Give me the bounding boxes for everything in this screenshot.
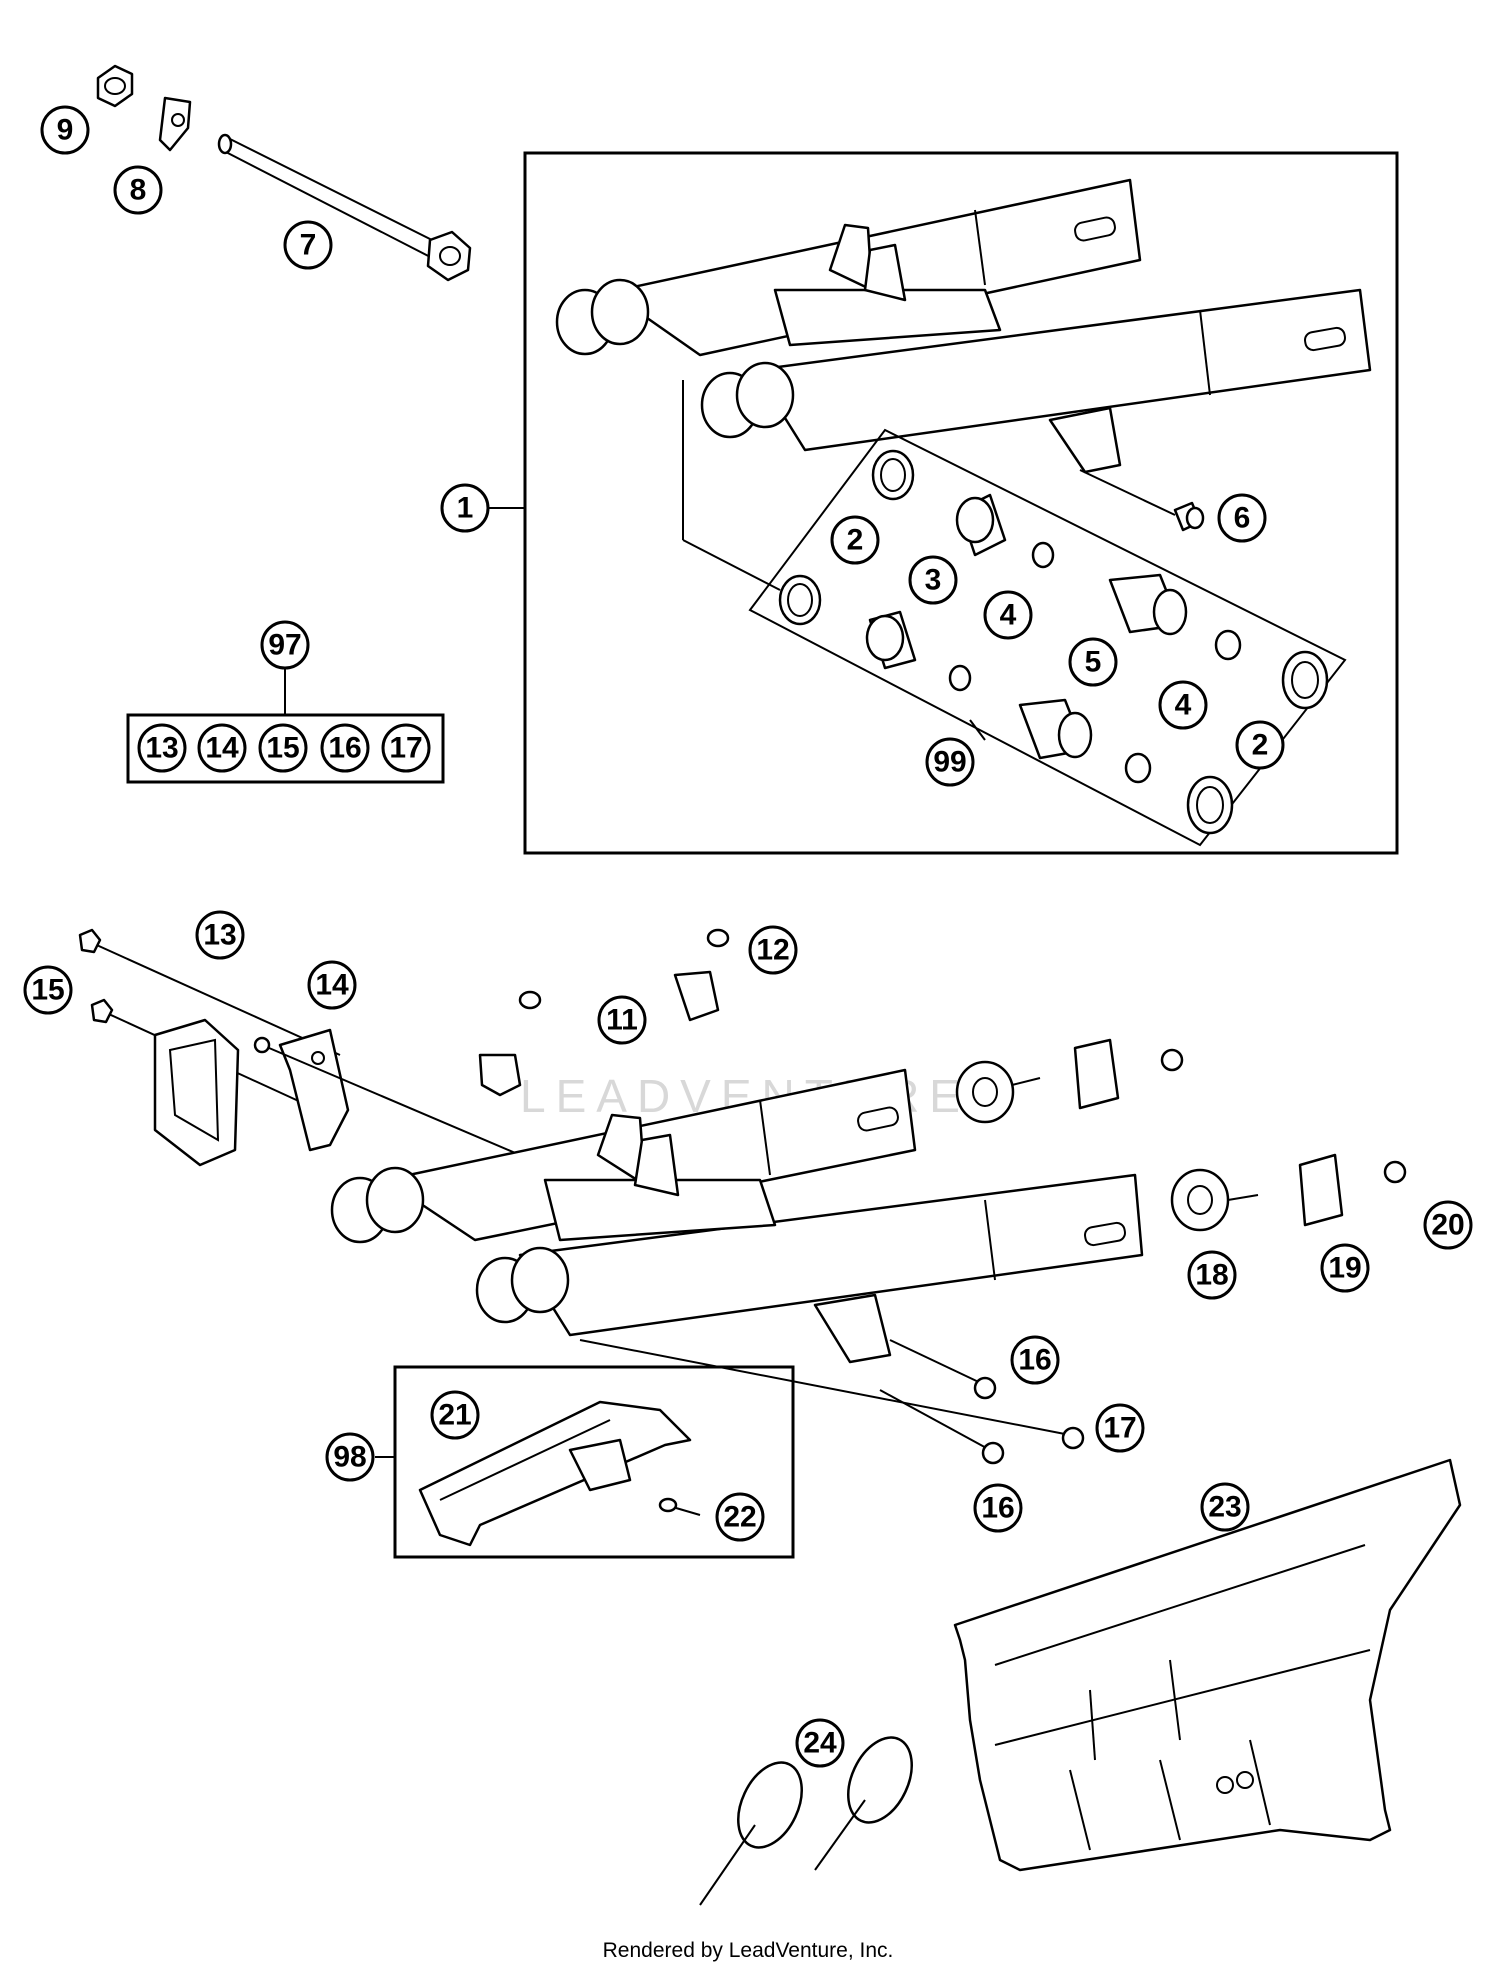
callout-17: 17 (1095, 1403, 1145, 1453)
callout-3: 3 (908, 555, 958, 605)
svg-text:2: 2 (1252, 729, 1269, 762)
svg-text:18: 18 (1195, 1259, 1228, 1292)
svg-text:12: 12 (756, 934, 789, 967)
svg-text:22: 22 (723, 1501, 756, 1534)
svg-text:14: 14 (205, 732, 239, 765)
svg-text:1: 1 (457, 492, 474, 525)
kit-97-item-14: 14 (197, 723, 247, 773)
nut-part-9 (96, 64, 134, 108)
kit-97-item-15: 15 (258, 723, 308, 773)
callout-2-lower: 2 (1235, 720, 1285, 770)
callout-99: 99 (925, 737, 975, 787)
svg-text:3: 3 (925, 564, 942, 597)
kit-98-box (393, 1365, 795, 1559)
callout-2-upper: 2 (830, 515, 880, 565)
svg-text:17: 17 (389, 732, 422, 765)
axle-part-7 (217, 133, 472, 282)
kit-97-item-17: 17 (381, 723, 431, 773)
svg-text:24: 24 (803, 1727, 837, 1760)
callout-98: 98 (325, 1432, 375, 1482)
callout-4-upper: 4 (983, 590, 1033, 640)
svg-text:11: 11 (606, 1004, 638, 1037)
kit-97-item-13: 13 (137, 723, 187, 773)
svg-text:6: 6 (1234, 502, 1251, 535)
callout-24: 24 (795, 1718, 845, 1768)
swingarm-top-illustration (555, 178, 1372, 847)
chain-guard-illustration (953, 1458, 1462, 1872)
callout-97: 97 (260, 620, 310, 670)
svg-text:21: 21 (438, 1399, 471, 1432)
svg-text:13: 13 (145, 732, 178, 765)
callout-12: 12 (748, 925, 798, 975)
svg-text:99: 99 (933, 746, 966, 779)
svg-text:14: 14 (315, 969, 349, 1002)
svg-text:7: 7 (300, 229, 317, 262)
render-credit: Rendered by LeadVenture, Inc. (603, 1939, 894, 1962)
svg-text:13: 13 (203, 919, 236, 952)
callout-13: 13 (195, 910, 245, 960)
callout-1: 1 (440, 483, 490, 533)
callout-22: 22 (715, 1492, 765, 1542)
kit-97-item-16: 16 (320, 723, 370, 773)
callout-21: 21 (430, 1390, 480, 1440)
svg-text:23: 23 (1208, 1491, 1241, 1524)
svg-text:97: 97 (268, 629, 301, 662)
svg-text:19: 19 (1328, 1252, 1361, 1285)
swingarm-assembly-box (523, 151, 1399, 855)
callout-18: 18 (1187, 1250, 1237, 1300)
callout-15: 15 (23, 965, 73, 1015)
washer-part-8 (158, 96, 192, 152)
chain-slider-illustration (418, 1400, 701, 1547)
svg-text:2: 2 (847, 524, 864, 557)
svg-text:15: 15 (31, 974, 64, 1007)
svg-text:17: 17 (1103, 1412, 1136, 1445)
callout-16-upper: 16 (1010, 1335, 1060, 1385)
callout-23: 23 (1200, 1482, 1250, 1532)
callout-5: 5 (1068, 637, 1118, 687)
svg-text:9: 9 (57, 114, 74, 147)
svg-text:4: 4 (1175, 689, 1192, 722)
callout-9: 9 (40, 105, 90, 155)
svg-text:20: 20 (1431, 1209, 1464, 1242)
callout-11: 11 (597, 995, 647, 1045)
svg-text:98: 98 (333, 1441, 366, 1474)
svg-text:16: 16 (328, 732, 361, 765)
callout-14: 14 (307, 960, 357, 1010)
callout-6: 6 (1217, 493, 1267, 543)
callout-4-lower: 4 (1158, 680, 1208, 730)
svg-text:8: 8 (130, 174, 147, 207)
callout-19: 19 (1320, 1243, 1370, 1293)
callout-8: 8 (113, 165, 163, 215)
callout-7: 7 (283, 220, 333, 270)
svg-text:15: 15 (266, 732, 299, 765)
callout-16-lower: 16 (973, 1483, 1023, 1533)
svg-text:16: 16 (981, 1492, 1014, 1525)
svg-text:16: 16 (1018, 1344, 1051, 1377)
svg-text:4: 4 (1000, 599, 1017, 632)
svg-text:5: 5 (1085, 646, 1102, 679)
cable-ties-illustration (699, 1736, 913, 1906)
swingarm-bottom-illustration (78, 928, 1407, 1465)
callout-20: 20 (1423, 1200, 1473, 1250)
